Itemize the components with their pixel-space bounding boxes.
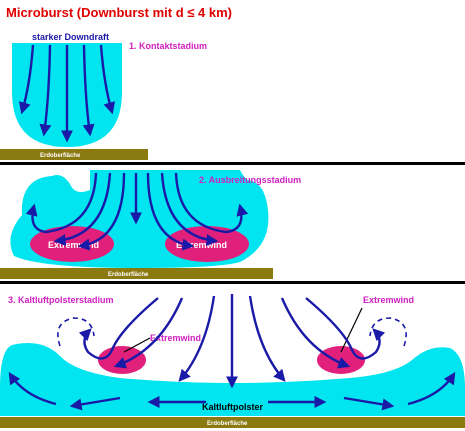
stage-2-ground-label: Erdoberfläche [108,272,149,278]
stage-3-extremwind-left-label: Extremwind [150,333,201,343]
stage-3-panel: Erdoberfläche 3. Kaltluftpolsterstadium … [0,294,465,428]
stage-2-panel: Erdoberfläche 2. Ausbreitungsstadium Ext… [0,170,301,279]
stage-3-flow-arrows [8,294,456,411]
stage-2-label: 2. Ausbreitungsstadium [199,175,301,185]
stage-3-ground-label: Erdoberfläche [207,421,248,427]
stage-3-ground [0,417,465,428]
divider-2 [0,281,465,284]
stage-3-extremwind-right [317,346,365,374]
stage-2-extremwind-left-label: Extremwind [48,240,99,250]
stage-3-extremwind-left [98,346,146,374]
stage-1-ground-label: Erdoberfläche [40,153,81,159]
stage-3-left-leader-line [123,337,151,353]
downdraft-label: starker Downdraft [32,32,109,42]
kaltluftpolster-label: Kaltluftpolster [202,402,263,412]
stage-2-ground [0,268,273,279]
stage-3-extremwind-right-label: Extremwind [363,295,414,305]
stage-2-extremwind-left [30,226,114,262]
stage-3-label: 3. Kaltluftpolsterstadium [8,295,114,305]
diagram-title: Microburst (Downburst mit d ≤ 4 km) [6,5,232,20]
stage-1-ground [0,149,148,160]
divider-1 [0,162,465,165]
stage-1-panel: Erdoberfläche starker Downdraft 1. Konta… [0,32,207,160]
stage-2-extremwind-right-label: Extremwind [176,240,227,250]
stage-1-downdraft-arrows [18,44,116,143]
stage-1-label: 1. Kontaktstadium [129,41,207,51]
stage-2-flow-arrows [25,172,249,251]
stage-3-right-leader-line [340,307,363,353]
